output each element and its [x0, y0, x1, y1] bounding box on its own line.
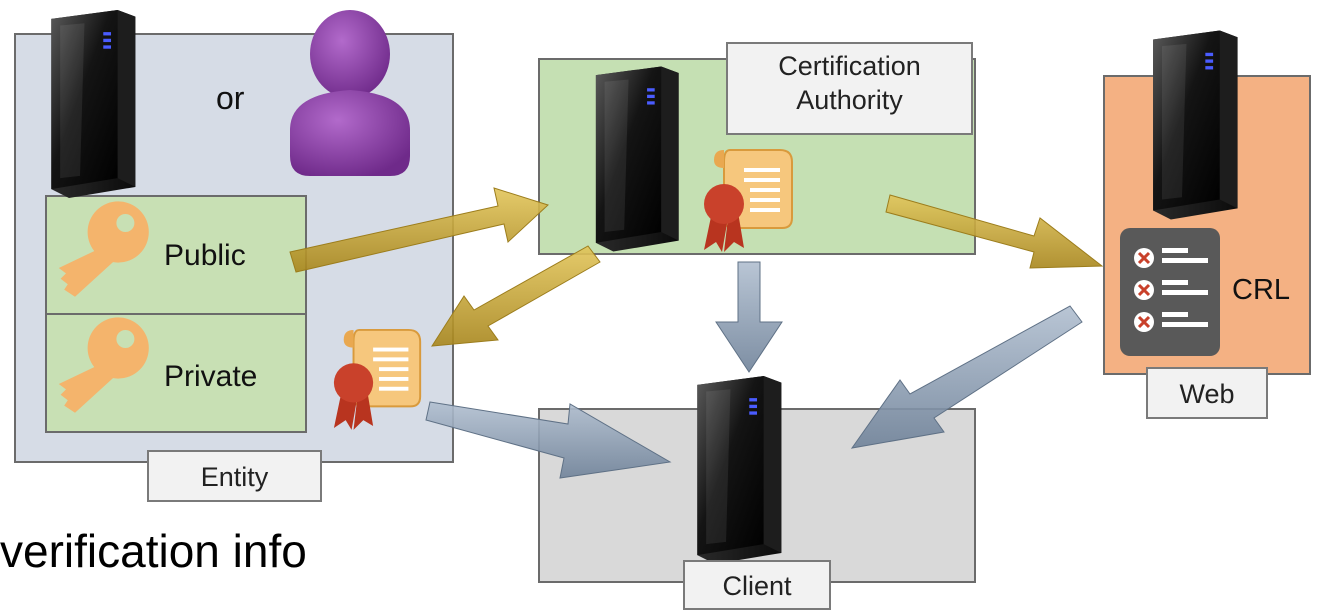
arrow-ca-to-web	[885, 194, 1104, 269]
public-key-icon	[58, 201, 149, 297]
entity-certificate-icon	[332, 328, 422, 430]
web-server-icon	[1153, 30, 1238, 220]
arrow-ca-to-entity	[431, 245, 601, 347]
web-label-text: Web	[1179, 379, 1235, 409]
crl-list-icon	[1120, 228, 1220, 356]
ca-certificate-icon	[703, 149, 793, 252]
arrow-web-to-client	[850, 305, 1083, 449]
or-text: or	[216, 80, 245, 116]
arrow-entity-to-client	[425, 401, 672, 479]
entity-label: Entity	[147, 450, 322, 502]
ca-server-icon	[595, 66, 679, 252]
certification-authority-label: Certification Authority	[726, 42, 973, 135]
arrow-public-to-ca	[289, 187, 549, 273]
private-key-label: Private	[164, 360, 258, 393]
entity-server-icon	[51, 10, 136, 198]
ca-label-line1: Certification	[778, 51, 921, 81]
client-label: Client	[683, 560, 831, 610]
web-label: Web	[1146, 367, 1268, 419]
entity-label-text: Entity	[200, 462, 269, 492]
verification-info-caption: verification info	[0, 525, 307, 577]
person-icon	[290, 10, 410, 176]
client-server-icon	[697, 376, 782, 564]
client-label-text: Client	[722, 571, 792, 601]
crl-label: CRL	[1232, 274, 1291, 306]
private-key-icon	[58, 317, 149, 413]
arrow-ca-to-client	[715, 261, 783, 373]
ca-label-line2: Authority	[796, 84, 903, 115]
public-key-label: Public	[164, 239, 246, 272]
